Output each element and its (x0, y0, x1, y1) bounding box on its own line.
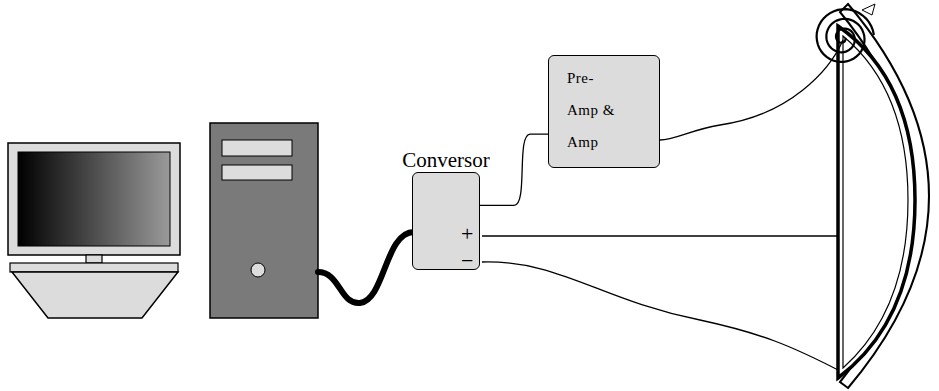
reflector-inner (838, 26, 915, 378)
positive-terminal: + (461, 223, 473, 245)
usb-cable (318, 232, 414, 303)
signal-wire (480, 134, 548, 205)
positive-wire (482, 235, 838, 236)
antenna-wire (660, 40, 843, 140)
amplifier-label: Pre- Amp & Amp (567, 62, 619, 158)
negative-wire (482, 262, 842, 372)
spiral-tip (862, 4, 875, 15)
reflector-inner-line (843, 36, 908, 368)
computer-tower (210, 123, 318, 318)
converter-heading: Conversor (402, 147, 490, 173)
keyboard (12, 272, 178, 318)
amplifier-box: Pre- Amp & Amp (548, 55, 660, 168)
computer-monitor (8, 143, 180, 272)
spiral-antenna (817, 9, 874, 62)
negative-terminal: − (461, 250, 473, 272)
